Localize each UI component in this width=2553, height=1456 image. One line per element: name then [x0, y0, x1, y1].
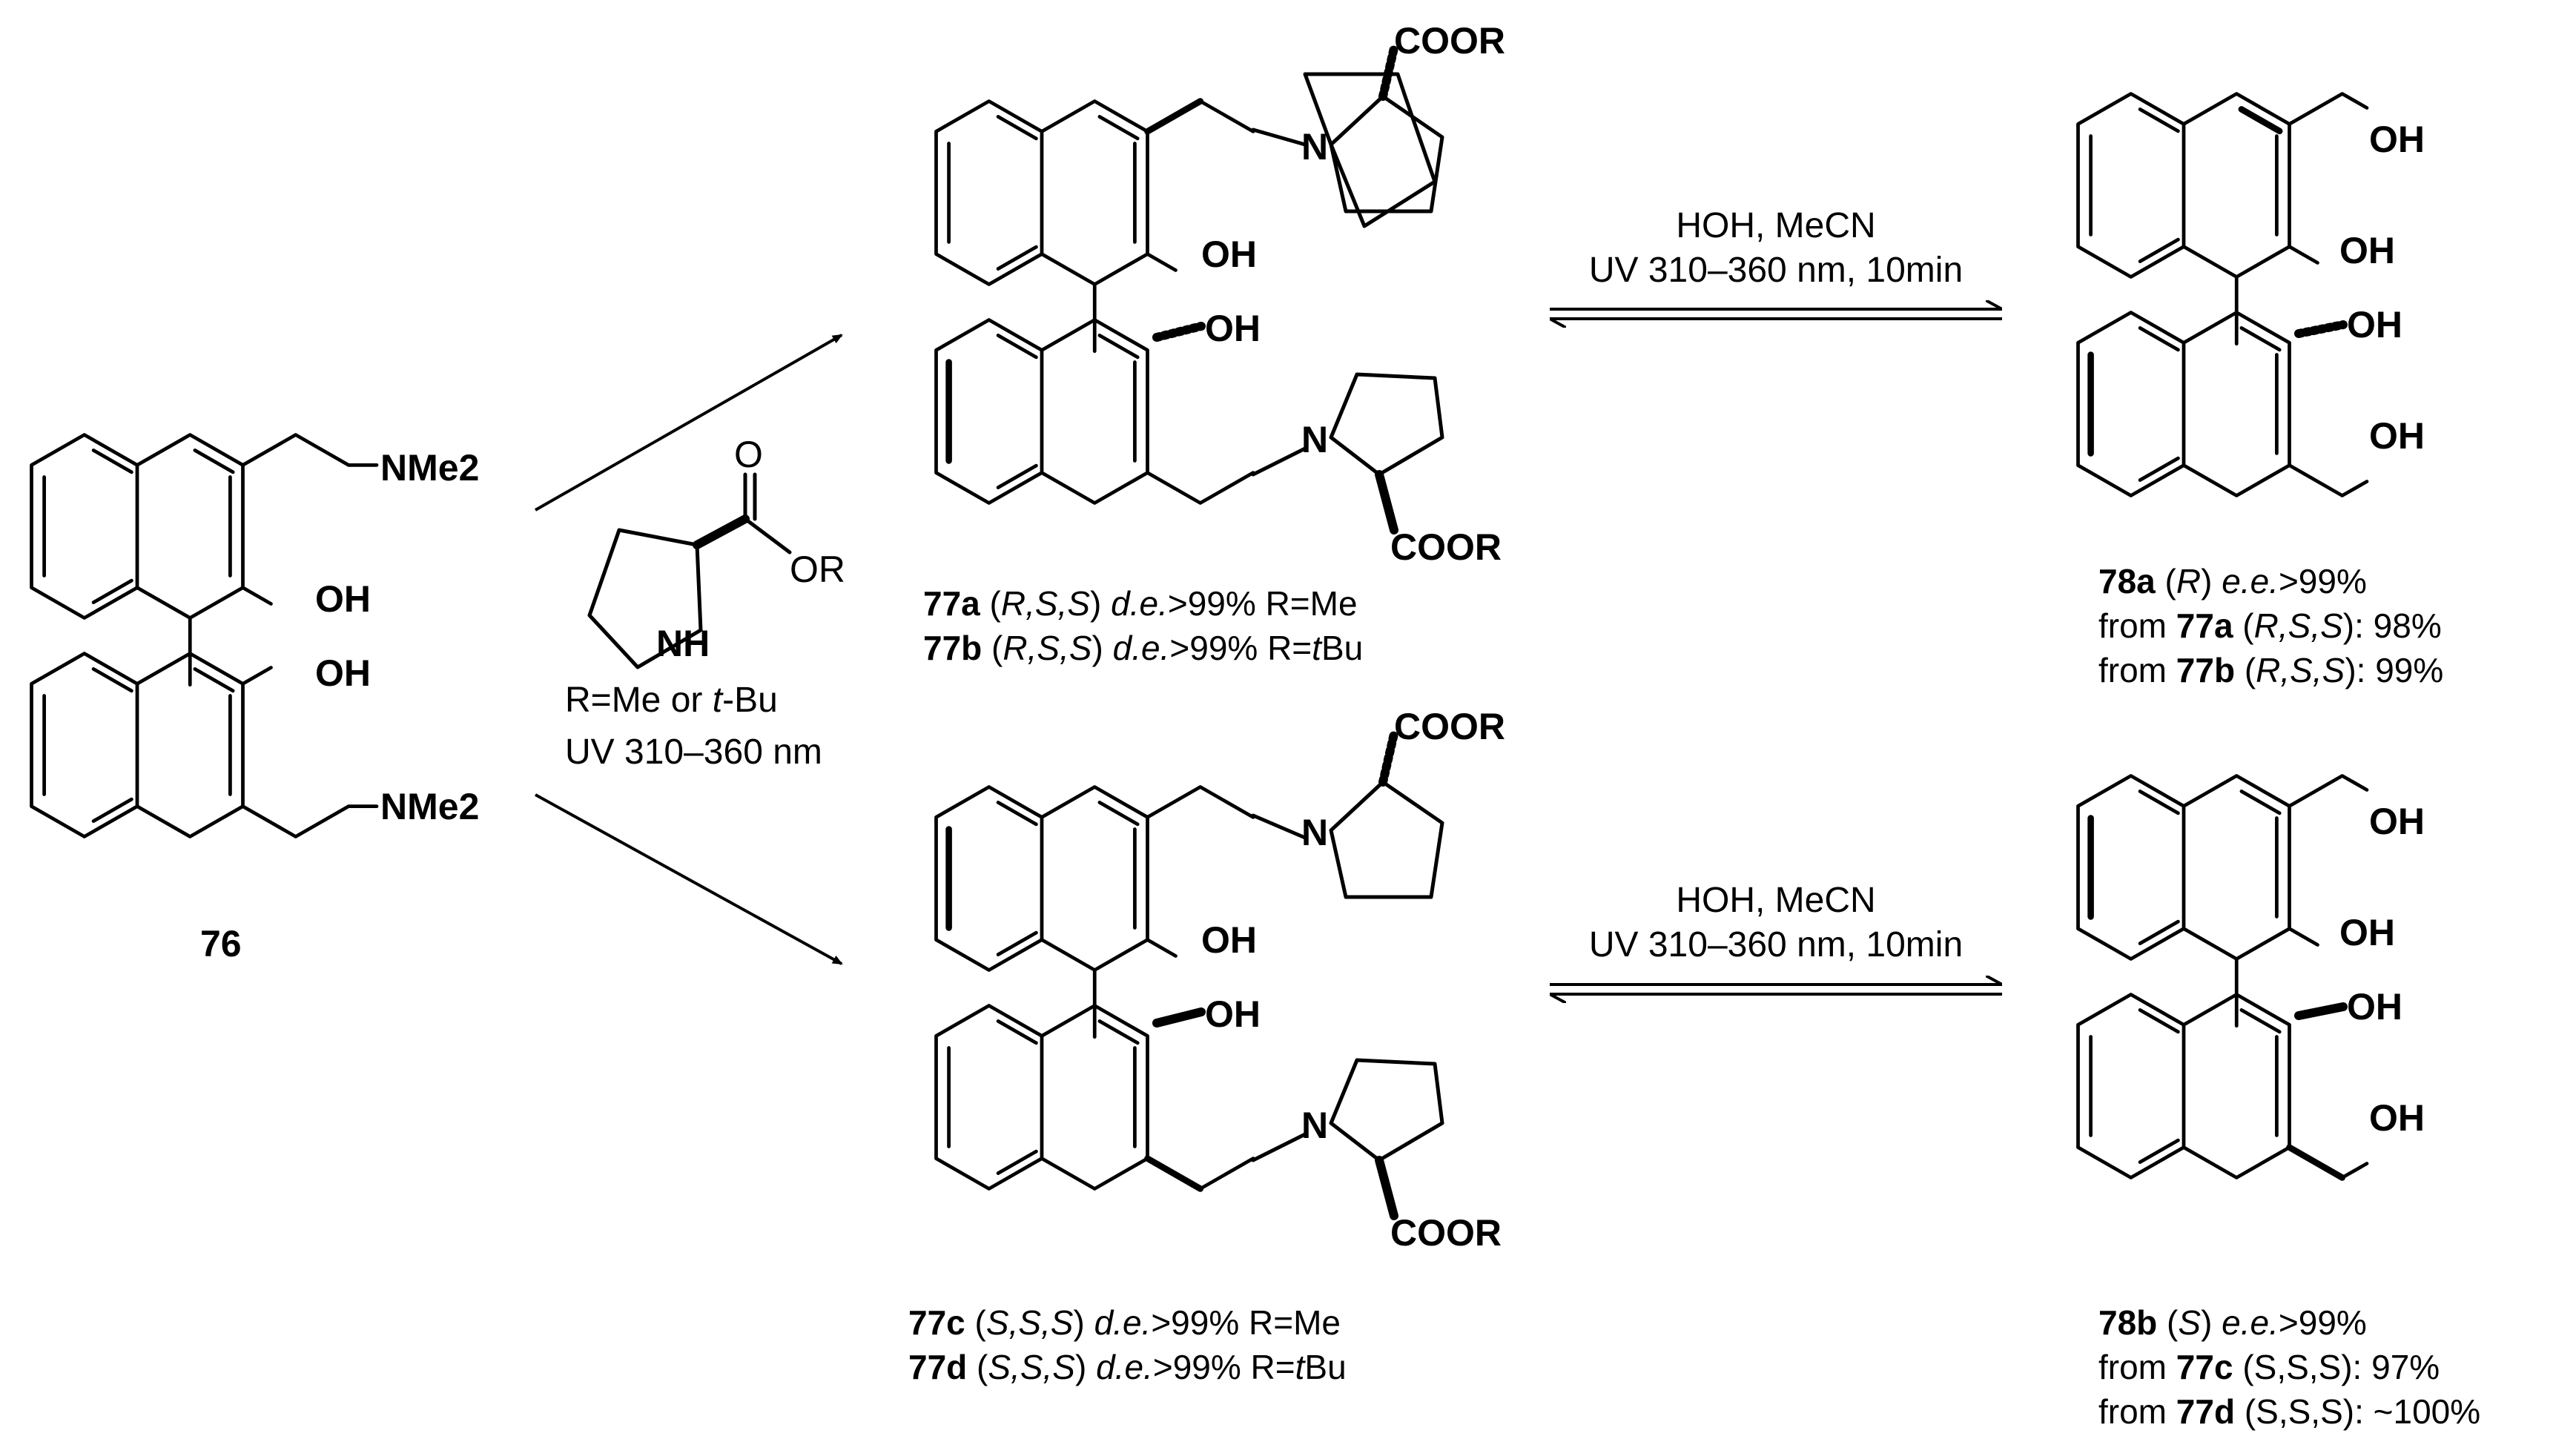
caption-78a-from-77b: from 77b (R,S,S): 99% [2098, 651, 2443, 689]
proline-ester-reagent: O OR NH [587, 434, 845, 669]
nme2-bottom-label: NMe2 [380, 786, 479, 827]
compound-78b: OH OH OH OH [2076, 774, 2425, 1181]
n-77ab-top: N [1301, 126, 1328, 168]
reagent-nh: NH [656, 623, 710, 664]
ch2oh-78b-top: OH [2369, 801, 2425, 842]
oh-78b-top: OH [2339, 912, 2395, 953]
oh-77cd-top: OH [1201, 919, 1257, 961]
reagent-condition-1: R=Me or t-Bu [565, 681, 778, 720]
caption-78a-from-77a: from 77a (R,S,S): 98% [2098, 606, 2442, 645]
nme2-top-label: NMe2 [380, 447, 479, 489]
compound-78a: OH OH OH OH [2076, 92, 2425, 497]
equilibrium-top-line2: UV 310–360 nm, 10min [1589, 251, 1963, 290]
n-77ab-bottom: N [1301, 419, 1328, 460]
caption-77b: 77b (R,S,S) d.e.>99% R=tBu [923, 629, 1363, 667]
equilibrium-bottom-line2: UV 310–360 nm, 10min [1589, 925, 1963, 964]
oh-77ab-top: OH [1201, 234, 1257, 275]
equilibrium-arrow-top [1550, 309, 2002, 319]
caption-78b-from-77d: from 77d (S,S,S): ~100% [2098, 1392, 2480, 1431]
compound-77cd: COOR N OH OH N COOR [934, 706, 1505, 1254]
caption-77d: 77d (S,S,S) d.e.>99% R=tBu [908, 1348, 1347, 1386]
equilibrium-arrow-bottom [1550, 985, 2002, 994]
coor-77cd-bottom: COOR [1390, 1212, 1502, 1254]
arrow-to-77ab [535, 334, 843, 512]
reagent-o: O [734, 434, 763, 475]
arrow-to-77cd [535, 793, 843, 965]
n-77cd-top: N [1301, 812, 1328, 853]
caption-77a: 77a (R,S,S) d.e.>99% R=Me [923, 584, 1358, 623]
n-77cd-bottom: N [1301, 1105, 1328, 1146]
reagent-condition-2: UV 310–360 nm [565, 732, 822, 772]
equilibrium-bottom-line1: HOH, MeCN [1676, 881, 1875, 920]
coor-77cd-top: COOR [1394, 706, 1505, 747]
ch2oh-78a-top: OH [2369, 119, 2425, 160]
compound-76-number: 76 [200, 923, 242, 964]
oh-78a-bottom: OH [2347, 304, 2402, 345]
caption-78b: 78b (S) e.e.>99% [2098, 1303, 2367, 1342]
ch2oh-78a-bottom: OH [2369, 415, 2425, 457]
ch2oh-78b-bottom: OH [2369, 1097, 2425, 1139]
oh-76-top: OH [315, 578, 371, 620]
oh-78b-bottom: OH [2347, 986, 2402, 1028]
coor-77ab-bottom: COOR [1390, 526, 1502, 568]
caption-78b-from-77c: from 77c (S,S,S): 97% [2098, 1348, 2440, 1386]
oh-77ab-bottom: OH [1205, 308, 1261, 349]
caption-77c: 77c (S,S,S) d.e.>99% R=Me [908, 1303, 1341, 1342]
oh-76-bottom: OH [315, 652, 371, 694]
equilibrium-top-line1: HOH, MeCN [1676, 206, 1875, 245]
oh-77cd-bottom: OH [1205, 993, 1261, 1035]
oh-78a-top: OH [2339, 230, 2395, 271]
compound-76: NMe2 OH OH NMe2 76 [30, 433, 479, 964]
compound-77ab: COOR N OH OH N COOR [934, 20, 1505, 568]
coor-77ab-top: COOR [1394, 20, 1505, 62]
caption-78a: 78a (R) e.e.>99% [2098, 562, 2367, 600]
reagent-or: OR [790, 549, 845, 590]
